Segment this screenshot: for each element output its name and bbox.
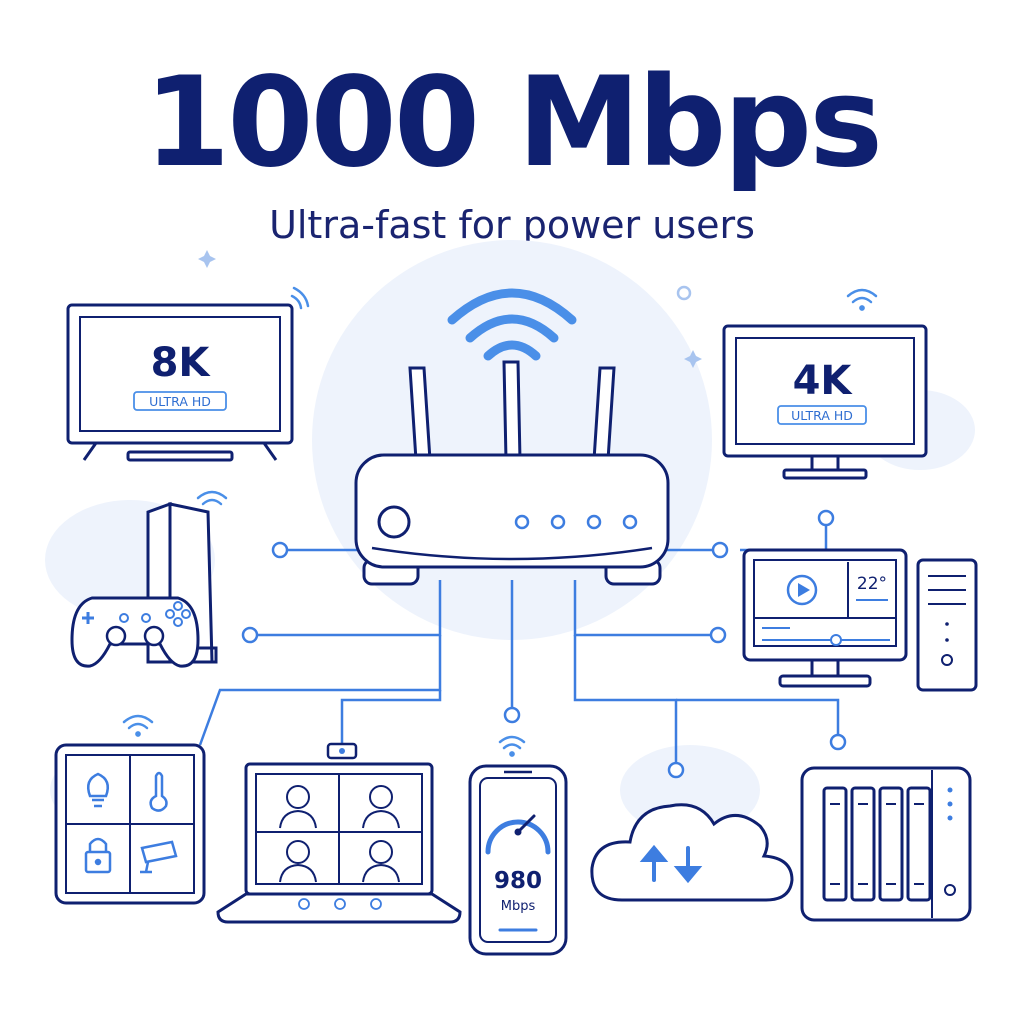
tv-resolution: 8K: [151, 340, 212, 386]
smart-home-tablet: [54, 714, 206, 905]
subheadline: Ultra-fast for power users: [269, 203, 755, 247]
tv-badge: ULTRA HD: [149, 394, 211, 409]
phone-speed-value: 980: [494, 868, 542, 894]
lock-icon: [84, 837, 112, 874]
mic-icon: [370, 898, 382, 910]
video-call-laptop: [216, 742, 462, 924]
tv-icon: [66, 303, 294, 462]
camera-icon: [140, 840, 178, 874]
router-icon: [354, 288, 670, 586]
headline: 1000 Mbps: [143, 51, 883, 195]
wifi-icon: [498, 735, 526, 757]
gamepad-icon: [70, 596, 200, 668]
smartphone-icon: [468, 764, 568, 956]
wifi-icon: [196, 490, 228, 506]
desktop-pc: 22°: [742, 548, 978, 692]
decor-ring: [676, 285, 692, 301]
cloud-icon: [590, 803, 794, 902]
desktop-temperature: 22°: [857, 574, 887, 594]
tablet-icon: [54, 743, 206, 905]
sparkle-icon: [198, 250, 702, 368]
thermometer-icon: [149, 771, 168, 812]
participants: [279, 785, 400, 883]
monitor-icon: [722, 324, 928, 480]
wifi-icon: [290, 286, 310, 310]
game-console: [70, 490, 228, 668]
wifi-icon: [122, 714, 154, 737]
monitor-4k: 4K ULTRA HD: [722, 288, 928, 480]
speedometer-icon: [485, 814, 551, 855]
nas-device: [800, 766, 972, 922]
phone-speed-unit: Mbps: [501, 899, 536, 914]
desktop-pc-icon: [742, 548, 978, 692]
play-icon: [786, 574, 818, 606]
monitor-badge: ULTRA HD: [791, 408, 853, 423]
cloud: [590, 803, 794, 902]
mic-icon: [298, 898, 310, 910]
connection-nodes: [241, 509, 847, 779]
bulb-icon: [87, 772, 109, 808]
monitor-resolution: 4K: [793, 358, 854, 404]
nas-icon: [800, 766, 972, 922]
tv-8k: 8K ULTRA HD: [66, 286, 310, 462]
smartphone: 980 Mbps: [468, 735, 568, 956]
upload-download-icon: [639, 844, 703, 884]
wifi-icon: [846, 288, 878, 311]
wifi-icon: [447, 288, 577, 361]
video-icon: [334, 898, 346, 910]
